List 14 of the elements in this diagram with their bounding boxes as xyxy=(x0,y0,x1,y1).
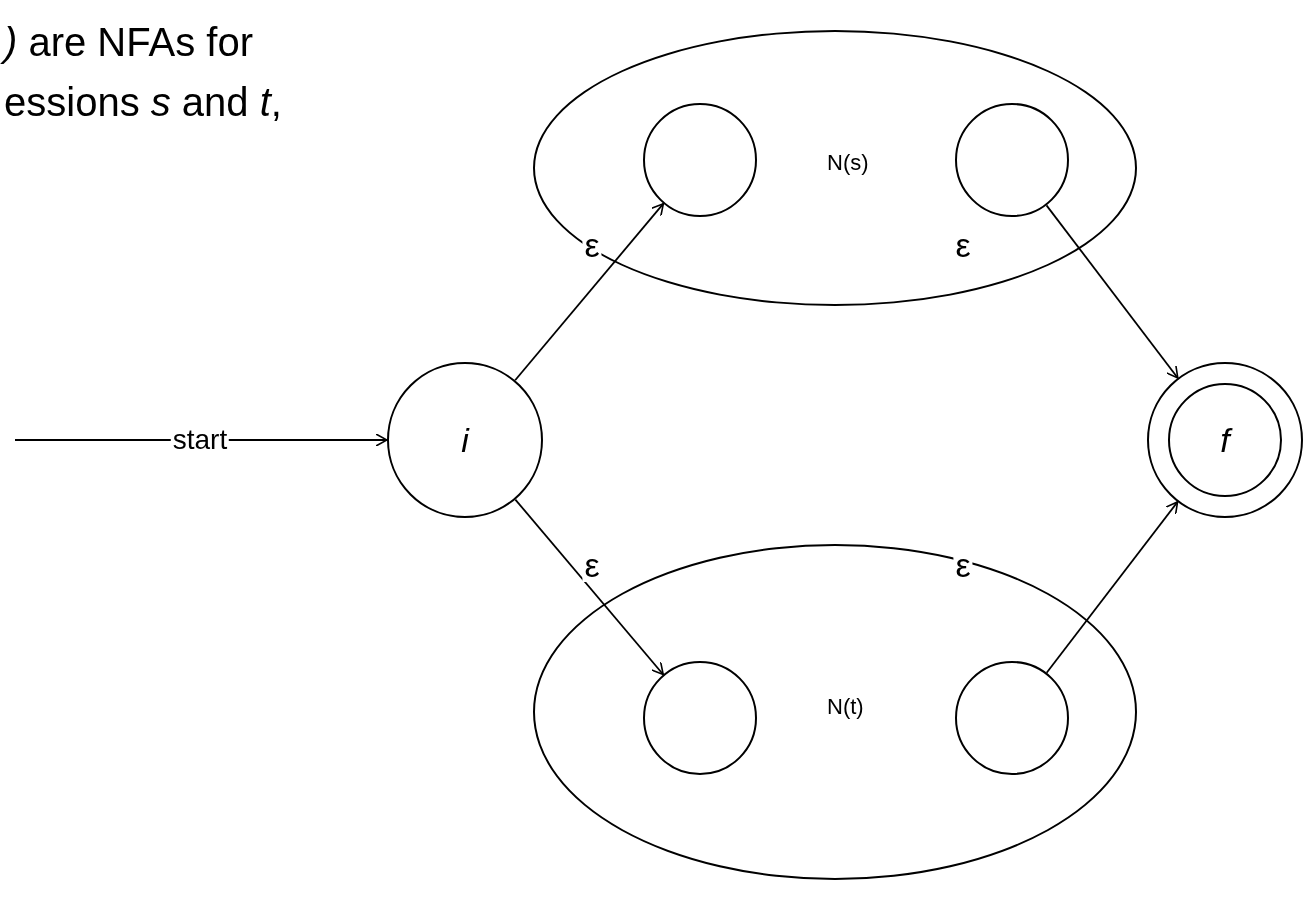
nfa-label: N(s) xyxy=(827,150,869,176)
transition-arrow xyxy=(514,498,665,676)
accepting-state-circle xyxy=(1147,362,1303,518)
transition-arrow xyxy=(1045,501,1179,674)
state-circle xyxy=(643,661,757,775)
transition-arrow xyxy=(1045,204,1179,379)
state-circle xyxy=(955,103,1069,217)
nfa-label: N(t) xyxy=(827,694,864,720)
state-label: i xyxy=(461,420,469,460)
state-circle xyxy=(643,103,757,217)
transition-arrow xyxy=(514,202,665,382)
state-circle xyxy=(955,661,1069,775)
caption-text: essions s and t, xyxy=(4,82,282,122)
state-circle xyxy=(387,362,543,518)
